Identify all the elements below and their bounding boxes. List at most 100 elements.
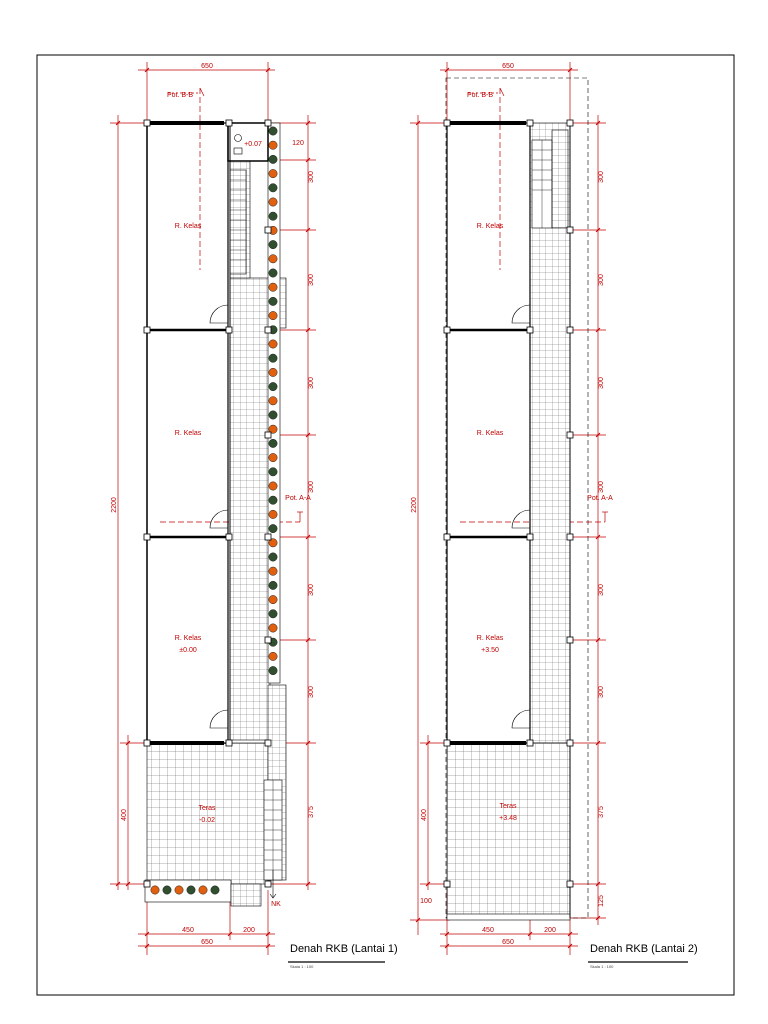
terrace-floor-2 [446,742,571,919]
plant-icon [268,396,278,406]
section-b-label-2: Pot. B-B [467,92,493,99]
terrace-label-2: Teras [499,803,517,810]
dim-bottom-1-1: 200 [243,927,255,934]
plan-scale-2: Skala 1 : 100 [590,964,614,969]
plant-icon [268,651,278,661]
plan-lantai-1: R. Kelas R. Kelas R. Kelas ±0.00 Teras -… [110,62,398,969]
plant-icon [268,183,278,193]
plant-icon [150,885,160,895]
dim-terrace-2: 400 [421,809,428,821]
dim-right-2-2: 300 [598,377,605,389]
dim-right-2-6: 375 [598,806,605,818]
dim-right-2-4: 300 [598,584,605,596]
plant-icon [268,453,278,463]
plant-icon [268,595,278,605]
dim-terrace-1: 400 [121,809,128,821]
plant-icon [268,580,278,590]
walls-2 [446,121,571,918]
front-step-1 [230,883,262,907]
section-b-label-1: Pot. B-B [167,92,193,99]
terrace-level-2: +3.48 [499,815,517,822]
section-a-label-1: Pot. A-A [285,495,311,502]
room-level-1c: ±0.00 [179,647,197,654]
dimension-lines-2 [410,62,608,955]
plant-icon [268,410,278,420]
plant-icon [268,382,278,392]
plant-icon [268,538,278,548]
dim-bottom-2-1: 200 [544,927,556,934]
plant-icon [268,481,278,491]
plant-icon [268,424,278,434]
plant-icon [268,623,278,633]
columns-2 [443,119,574,888]
plant-icon [268,509,278,519]
stair-treads-2 [532,140,552,228]
dim-top-2: 650 [502,63,514,70]
terrace-level-1: -0.02 [199,817,215,824]
plan-lantai-2: R. Kelas R. Kelas R. Kelas +3.50 Teras +… [410,62,698,969]
room-label-2a: R. Kelas [477,223,504,230]
plant-icon [268,353,278,363]
room-label-1b: R. Kelas [175,430,202,437]
plant-icon [268,268,278,278]
corridor-floor-1 [229,277,271,741]
dim-right-1-3: 300 [308,377,315,389]
plant-icon [268,126,278,136]
dim-top-1: 650 [201,63,213,70]
dim-bottom-total-2: 650 [502,939,514,946]
dim-right-1-7: 375 [308,806,315,818]
room-label-1c: R. Kelas [175,635,202,642]
dim-right-2-0: 300 [598,171,605,183]
plant-icon [268,296,278,306]
door-swings-1 [209,304,229,729]
plant-icon [268,339,278,349]
plant-icon [268,666,278,676]
plant-icon [268,254,278,264]
dim-right-2-3: 300 [598,481,605,493]
plant-icon [268,169,278,179]
wc-sink-icon-1 [233,147,243,155]
plant-icon [268,566,278,576]
dim-bottom-2-0: 450 [482,927,494,934]
dim-right-2-1: 300 [598,274,605,286]
plant-icon [268,154,278,164]
dim-right-2-7: 125 [598,895,605,907]
dimension-ticks-2 [415,67,601,949]
plan-title-2: Denah RKB (Lantai 2) [590,943,698,955]
plant-icon [210,885,220,895]
north-arrow-line-1 [269,870,277,899]
plant-icon [186,885,196,895]
plant-icon [268,467,278,477]
dim-right-1-5: 300 [308,584,315,596]
plant-icon [268,311,278,321]
plant-icon [162,885,172,895]
plan-scale-1: Skala 1 : 100 [290,964,314,969]
stair-rail-2 [551,129,569,229]
dim-overhang-2: 100 [420,898,432,905]
plan-title-1: Denah RKB (Lantai 1) [290,943,398,955]
plant-icon [268,140,278,150]
room-label-2c: R. Kelas [477,635,504,642]
dim-right-1-1: 300 [308,171,315,183]
plant-icon [174,885,184,895]
dim-right-1-2: 300 [308,274,315,286]
plant-icon [268,367,278,377]
dim-right-1-4: 300 [308,481,315,493]
dim-right-1-0: 120 [292,140,304,147]
terrace-label-1: Teras [198,805,216,812]
plant-symbols-1 [150,126,278,895]
wc-level-label-1: +0.07 [244,141,262,148]
columns-1 [143,119,272,888]
wc-fixture-icon-1 [234,134,242,142]
plant-icon [198,885,208,895]
walls-1 [146,121,231,745]
plant-icon [268,495,278,505]
plant-icon [268,211,278,221]
room-label-2b: R. Kelas [477,430,504,437]
dim-total-2: 2200 [411,497,418,513]
dim-total-1: 2200 [111,497,118,513]
sheet-border [36,54,735,996]
door-swings-2 [511,304,531,729]
plant-icon [268,197,278,207]
